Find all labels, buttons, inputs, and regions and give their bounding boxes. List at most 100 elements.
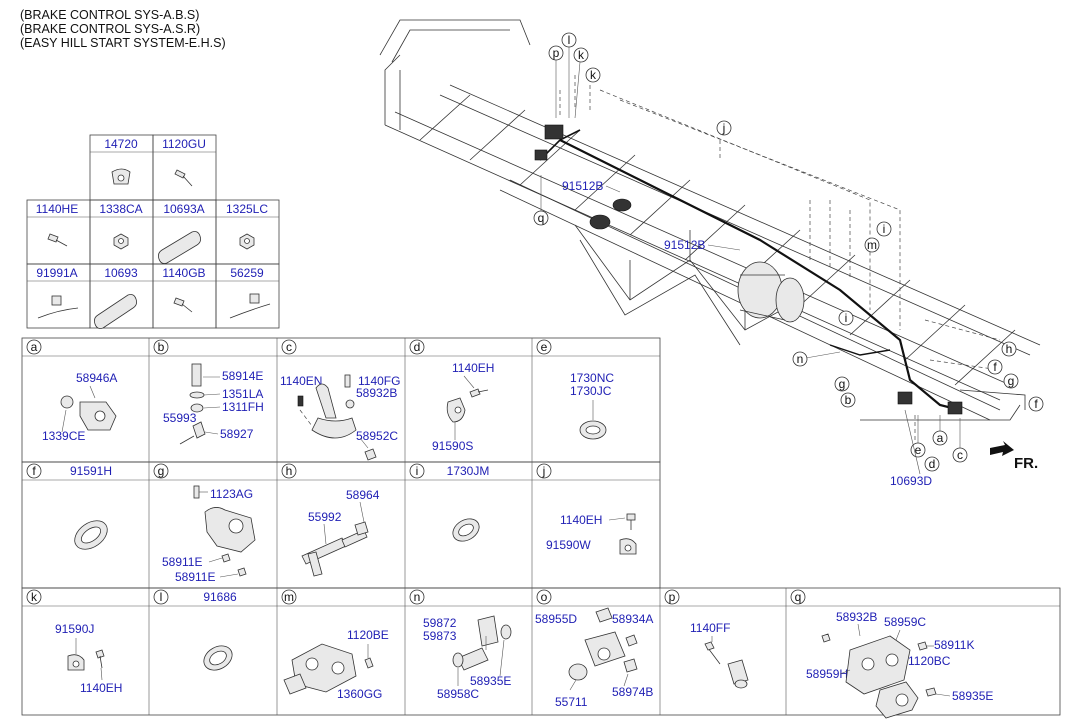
panel-c-part-3: 58932B: [356, 386, 397, 400]
panel-c-part-1: 1140EN: [280, 374, 322, 388]
svg-text:n: n: [414, 590, 421, 604]
svg-text:a: a: [937, 431, 944, 445]
panel-g-part-2: 58911E: [162, 555, 202, 569]
part-10693A: 10693A: [163, 202, 204, 216]
valve-assembly-sketch: [821, 623, 951, 719]
grommet-icon: [452, 518, 480, 542]
svg-text:h: h: [1006, 342, 1013, 356]
panel-e-part-1: 1730NC: [570, 371, 614, 385]
panel-n-part-4: 58958C: [437, 687, 479, 701]
part-1120GU: 1120GU: [162, 137, 206, 151]
svg-text:q: q: [538, 211, 545, 225]
valve-sketch: [193, 485, 256, 578]
clip-icon: [608, 513, 637, 555]
detail-panels: a b c d e f g h i j k l m n o p q 91591H…: [21, 337, 1061, 719]
callout-n: [792, 351, 808, 367]
callout-f: [1028, 396, 1044, 412]
panel-o-part-1: 58955D: [535, 612, 577, 626]
panel-letter-g: g: [153, 463, 169, 479]
panel-b-part-1: 58914E: [222, 369, 263, 383]
bolt-icon: [173, 297, 193, 313]
panel-letter-h: h: [281, 463, 297, 479]
nut-icon: [239, 233, 255, 250]
callout-i: [838, 310, 854, 326]
svg-text:o: o: [541, 590, 548, 604]
svg-text:c: c: [957, 448, 963, 462]
front-arrow-icon: [990, 441, 1014, 456]
nut-icon: [113, 233, 129, 250]
panel-c-part-2: 1140FG: [358, 374, 400, 388]
svg-text:h: h: [286, 464, 293, 478]
bracket-clip-sketch: [446, 375, 489, 440]
label-91512B-lower: 91512B: [664, 238, 705, 252]
callout-f: [987, 359, 1003, 375]
tee-fitting-sketch: [301, 501, 369, 577]
panel-letter-n: n: [409, 589, 425, 605]
panel-q-part-5: 58959H: [806, 667, 848, 681]
svg-text:q: q: [795, 590, 802, 604]
panel-b-part-5: 58927: [220, 427, 254, 441]
bolt-icon: [47, 233, 68, 247]
bolt-icon: [174, 169, 193, 187]
svg-text:a: a: [31, 340, 38, 354]
panel-i-part: 1730JM: [447, 464, 490, 478]
panel-o-part-2: 58934A: [612, 612, 653, 626]
panel-d-part-1: 1140EH: [452, 361, 494, 375]
front-direction-label: FR.: [1014, 455, 1038, 472]
panel-letter-l: l: [153, 589, 169, 605]
panel-letter-b: b: [153, 339, 169, 355]
panel-l-part: 91686: [203, 590, 237, 604]
panel-p-part-1: 1140FF: [690, 621, 730, 635]
relay-valve-sketch: [568, 607, 638, 691]
part-1140HE: 1140HE: [36, 202, 78, 216]
svg-text:i: i: [845, 311, 848, 325]
callout-b: [840, 392, 856, 408]
callout-k: [585, 67, 601, 83]
part-1325LC: 1325LC: [226, 202, 268, 216]
panel-j-part-1: 1140EH: [560, 513, 602, 527]
svg-text:k: k: [578, 48, 585, 62]
svg-text:f: f: [993, 360, 997, 374]
sleeve-icon: [158, 231, 201, 264]
sleeve-icon: [94, 294, 137, 329]
panel-letter-a: a: [26, 339, 42, 355]
svg-text:p: p: [669, 590, 676, 604]
panel-q-part-6: 58935E: [952, 689, 993, 703]
panel-o-part-4: 58974B: [612, 685, 653, 699]
callout-g: [834, 376, 850, 392]
part-14720: 14720: [104, 137, 138, 151]
svg-text:j: j: [722, 121, 726, 135]
panel-letter-o: o: [536, 589, 552, 605]
callout-q: [533, 210, 549, 226]
svg-text:l: l: [568, 33, 571, 47]
panel-b-part-4: 55993: [163, 411, 197, 425]
panel-letter-p: p: [664, 589, 680, 605]
panel-c-part-4: 58952C: [356, 429, 398, 443]
panel-q-part-1: 58932B: [836, 610, 877, 624]
svg-text:k: k: [590, 68, 597, 82]
panel-f-part: 91591H: [70, 464, 112, 478]
panel-j-part-2: 91590W: [546, 538, 591, 552]
small-parts-table: 14720 1120GU 1140HE 1338CA 10693A 1325LC…: [26, 134, 280, 329]
sensor-bolt-sketch: [179, 363, 221, 445]
diagram-header: (BRAKE CONTROL SYS-A.B.S) (BRAKE CONTROL…: [20, 8, 226, 50]
clip-icon: [111, 168, 131, 185]
svg-text:b: b: [158, 340, 165, 354]
panel-b-part-3: 1311FH: [222, 400, 264, 414]
callout-m: [864, 237, 880, 253]
truck-frame-drawing: [379, 19, 1041, 440]
svg-text:f: f: [32, 464, 36, 478]
panel-letter-d: d: [409, 339, 425, 355]
svg-text:b: b: [845, 393, 852, 407]
panel-letter-k: k: [26, 589, 42, 605]
svg-text:n: n: [797, 352, 804, 366]
callout-a: [932, 430, 948, 446]
svg-text:e: e: [541, 340, 548, 354]
callout-d: [924, 456, 940, 472]
callout-j: [716, 120, 732, 136]
callout-h: [1001, 341, 1017, 357]
svg-text:d: d: [929, 457, 936, 471]
panel-g-part-1: 1123AG: [210, 487, 253, 501]
pipe-fitting-sketch: [452, 615, 512, 686]
